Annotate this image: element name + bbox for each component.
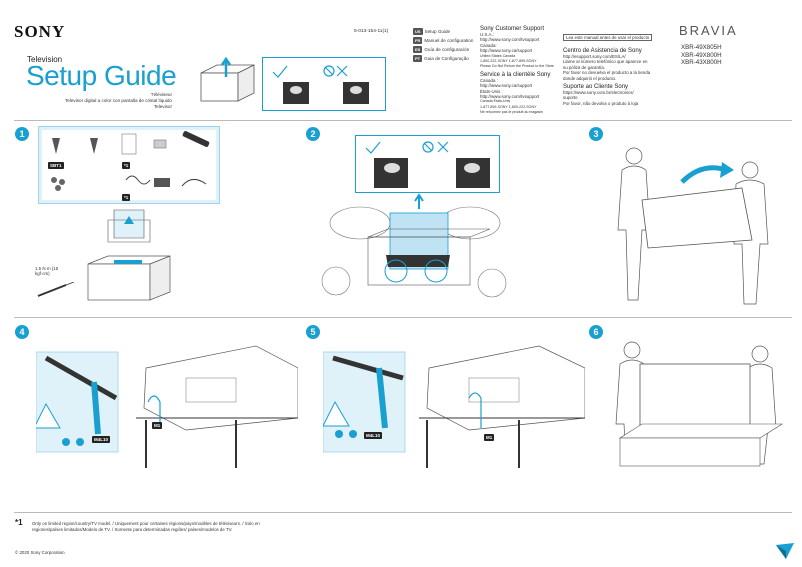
support-pt-url2[interactable]: suporte: [563, 95, 578, 101]
support-canada-url[interactable]: http://www.sony.ca/support: [480, 48, 533, 54]
support-canada-label: Canada:: [480, 42, 497, 48]
support-es-line2: su póliza de garantía.: [563, 64, 605, 70]
doc-type: Television: [27, 55, 63, 64]
screwdriver-icon: [37, 282, 75, 297]
support-pt-url1[interactable]: https://www.sony.com.br/electronics/: [563, 90, 634, 96]
step-1-stand-box-illustration: [87, 209, 171, 301]
step-5-tag: M1: [484, 434, 495, 441]
badge-note-1: *1: [122, 162, 131, 169]
support-es-line3: Por favor no devuelva el producto a la t…: [563, 70, 651, 76]
step-6-stand-up-illustration: [615, 341, 784, 467]
lang-code: FR: [413, 37, 423, 44]
support-fr-us-label: États-Unis :: [480, 88, 503, 94]
step-2-correct-incorrect: [365, 141, 490, 188]
subtitle-fr: Téléviseur: [150, 92, 172, 97]
copyright: © 2020 Sony Corporation: [15, 550, 65, 555]
parts-illustration: [51, 131, 210, 191]
support-us-label: U.S.A.:: [480, 32, 494, 37]
step-5-attach-stand-illustration: [323, 345, 585, 468]
parts-inner: SBT1 *1 *1: [42, 130, 216, 201]
box-unpack-illustration: [200, 56, 255, 102]
lang-label: Guía de configuración: [424, 47, 470, 52]
badge-sbt1: SBT1: [48, 162, 64, 169]
footnote-text: Only on limited region/country/TV model.…: [32, 521, 260, 532]
support-fr-canada-url[interactable]: http://www.sony.ca/support: [480, 83, 533, 89]
support-fr-heading: Service à la clientèle Sony: [480, 71, 551, 78]
support-es-heading: Centro de Asistencia de Sony: [563, 48, 642, 54]
support-fr-return-note: Ne retournez pas le produit au magasin: [480, 110, 543, 115]
footnote-mark: *1: [15, 518, 23, 527]
model-3: XBR-43X800H: [681, 59, 722, 67]
lang-code: US: [413, 28, 423, 35]
support-pt-heading: Suporte ao Cliente Sony: [563, 84, 629, 91]
support-fr-canada-label: Canada :: [480, 77, 498, 83]
divider-top: [14, 120, 792, 121]
support-phones-label: United States Canada: [480, 53, 516, 58]
step-2-handling-panel: [355, 135, 500, 193]
step-1-number: 1: [15, 127, 29, 141]
step-1-parts-panel: SBT1 *1 *1: [38, 126, 220, 204]
badge-note-2: *1: [122, 194, 131, 201]
support-phones: 1-800-222-SONY 1-877-899-SONY: [480, 59, 537, 64]
divider-bottom: [14, 512, 792, 513]
page-title: Setup Guide: [26, 60, 177, 91]
subtitle-es: Televisor digital a color con pantalla d…: [65, 98, 172, 103]
step-4-tag: M1: [152, 422, 163, 429]
step-4-screw-label: M4L10: [92, 436, 111, 443]
torque-note: 1.5 N·m (15 kgf·cm): [35, 266, 59, 277]
support-pt-note: Por favor, não devolva o produto à loja: [563, 100, 639, 106]
support-fr-phones-label: Canada États-Unis: [480, 99, 511, 104]
step-3-number: 3: [589, 127, 603, 141]
lang-code: PT: [413, 55, 423, 62]
support-return-note: Please Do Not Return the Product to the …: [480, 64, 554, 69]
step-3-tv-flip-illustration: [617, 147, 769, 305]
handling-correct-incorrect: [272, 65, 369, 104]
support-es-url[interactable]: http://esupport.sony.com/ES/LA/: [563, 54, 626, 59]
model-2: XBR-49X800H: [681, 51, 722, 59]
lang-label: Manuel de configuration: [424, 38, 474, 43]
lang-code: ES: [413, 46, 423, 53]
support-heading: Sony Customer Support: [480, 26, 545, 32]
support-es-line1: Llame al número telefónico que aparece e…: [563, 59, 648, 65]
subtitle-pt: Televisor: [153, 104, 172, 109]
support-es-pt: Lea este manual antes de usar el product…: [563, 26, 653, 106]
step-4-number: 4: [15, 325, 29, 339]
part-number: 5-013-154-11(1): [354, 29, 389, 34]
model-list: XBR-49X805H XBR-49X800H XBR-43X800H: [681, 44, 722, 67]
support-fr-us-url[interactable]: http://www.sony.com/tvsupport: [480, 94, 540, 100]
support-es-line4: donde adquirió el producto.: [563, 75, 617, 81]
bravia-logo: BRAVIA: [679, 23, 738, 38]
handling-panel: [262, 57, 386, 111]
divider-middle: [14, 317, 792, 318]
support-us-url[interactable]: http://www.sony.com/tvsupport: [480, 37, 540, 43]
step-2-lift-illustration: [321, 193, 507, 298]
lang-label: Setup Guide: [424, 29, 451, 34]
support-en: Sony Customer Support U.S.A.: http://www…: [480, 26, 560, 116]
read-first-note: Lea este manual antes de usar el product…: [563, 34, 653, 42]
step-5-screw-label: M4L10: [364, 432, 383, 439]
step-6-number: 6: [589, 325, 603, 339]
step-2-number: 2: [306, 127, 320, 141]
support-fr-phones: 1-877-899-SONY 1-800-222-SONY: [480, 104, 537, 109]
corner-logo-icon: [776, 543, 794, 559]
lang-label: Guia de Configuração: [424, 56, 469, 61]
model-1: XBR-49X805H: [681, 44, 722, 51]
step-4-attach-stand-illustration: [36, 345, 298, 468]
step-5-number: 5: [306, 325, 320, 339]
sony-logo: SONY: [14, 22, 66, 41]
